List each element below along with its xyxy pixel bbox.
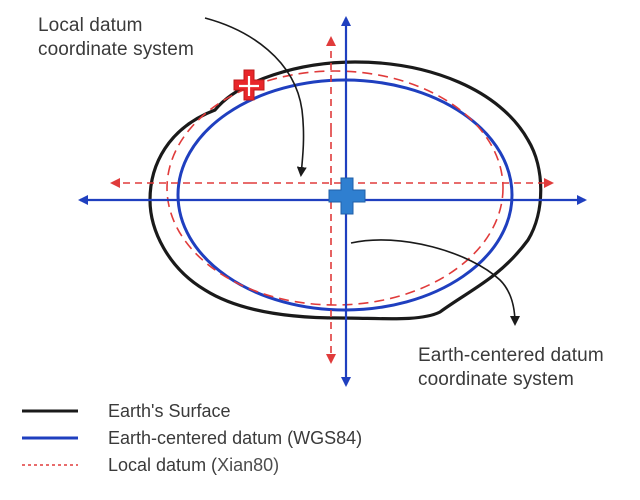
earth-callout-arrow [350,239,520,326]
local-system-label-line2: coordinate system [38,39,194,60]
earth-system-label-line1: Earth-centered datum [418,345,604,366]
legend-local-label: Local datum ( [108,455,218,475]
legend-local-sub: Xian80) [217,455,280,475]
earth-surface-outline [148,60,543,321]
earth-system-label-line2: coordinate system [418,369,574,390]
earth-origin-marker [328,177,366,215]
legend-earth-centered-label: Earth-centered datum (WGS84) [108,428,363,448]
legend-text-local: Local datum (Xian80) [108,454,279,476]
local-origin-marker [233,69,265,101]
local-datum-ellipse [166,70,504,306]
local-callout-arrow [204,17,307,177]
legend-text-earth-surface: Earth's Surface [108,400,231,422]
legend-text-earth-centered: Earth-centered datum (WGS84) [108,427,362,449]
legend-earth-surface-label: Earth's Surface [108,401,231,421]
local-system-label-line1: Local datum [38,15,143,36]
